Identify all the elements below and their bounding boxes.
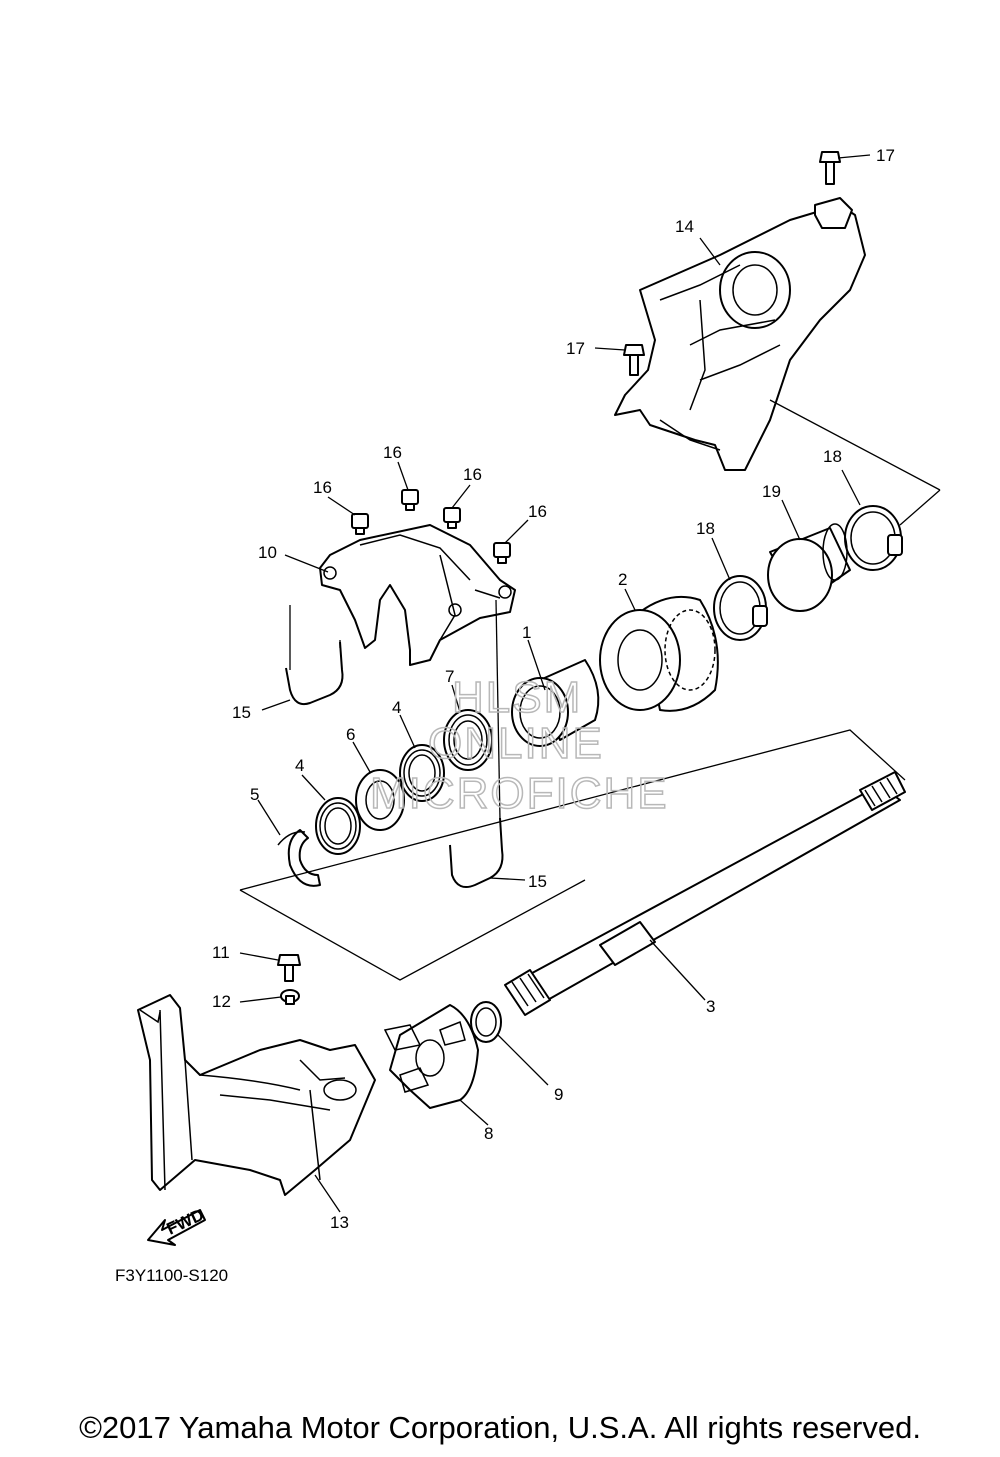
part-13-front-housing[interactable] <box>137 994 376 1196</box>
callout-3: 3 <box>706 997 715 1016</box>
callout-4-upper: 4 <box>392 698 401 717</box>
callout-labels: 17 14 17 16 16 16 16 10 18 19 18 2 1 7 1… <box>212 146 895 1232</box>
clamp-18-right[interactable] <box>844 505 903 571</box>
fwd-label: FWD <box>164 1205 207 1239</box>
callout-14: 14 <box>675 217 694 236</box>
callout-18-left: 18 <box>696 519 715 538</box>
callout-19: 19 <box>762 482 781 501</box>
washer-9[interactable] <box>470 1001 502 1043</box>
callout-5: 5 <box>250 785 259 804</box>
callout-6: 6 <box>346 725 355 744</box>
nut-16-c[interactable] <box>443 507 461 529</box>
oil-seal-4-upper[interactable] <box>399 744 445 802</box>
part-14-housing[interactable] <box>614 197 866 471</box>
part-10-bearing-cover[interactable] <box>319 524 516 666</box>
u-bolt-15-lower[interactable] <box>449 817 504 888</box>
callout-16-a: 16 <box>313 478 332 497</box>
clamp-18-left[interactable] <box>713 575 768 641</box>
watermark-line-3: MICROFICHE <box>370 769 669 818</box>
callout-15-lower: 15 <box>528 872 547 891</box>
nut-16-a[interactable] <box>351 513 369 535</box>
part-3-drive-shaft[interactable] <box>504 771 906 1016</box>
bolt-11[interactable] <box>277 954 301 982</box>
callout-11: 11 <box>212 943 230 962</box>
callout-17-middle: 17 <box>566 339 585 358</box>
washer-12[interactable] <box>280 989 300 1005</box>
callout-15-upper: 15 <box>232 703 251 722</box>
fwd-arrow-icon: FWD <box>147 1205 207 1246</box>
watermark-line-1: HLSM <box>452 673 582 722</box>
part-1-collar[interactable] <box>511 659 600 747</box>
callout-12: 12 <box>212 992 231 1011</box>
callout-13: 13 <box>330 1213 349 1232</box>
callout-leaders <box>239 154 871 1213</box>
callout-4-lower: 4 <box>295 756 304 775</box>
callout-18-right: 18 <box>823 447 842 466</box>
part-8-coupler[interactable] <box>383 1004 479 1109</box>
oil-seal-4-lower[interactable] <box>315 797 361 855</box>
callout-9: 9 <box>554 1085 563 1104</box>
callout-16-b: 16 <box>383 443 402 462</box>
bolt-17-top[interactable] <box>819 151 841 185</box>
callout-8: 8 <box>484 1124 493 1143</box>
nut-16-d[interactable] <box>493 542 511 564</box>
callout-10: 10 <box>258 543 277 562</box>
circlip-5[interactable] <box>277 829 321 887</box>
callout-1: 1 <box>522 623 531 642</box>
copyright-notice: ©2017 Yamaha Motor Corporation, U.S.A. A… <box>79 1410 921 1445</box>
callout-7: 7 <box>445 667 454 686</box>
u-bolt-15-upper[interactable] <box>285 641 344 706</box>
assembly-lines <box>239 399 941 981</box>
bearing-6[interactable] <box>355 769 405 831</box>
sleeve-19[interactable] <box>767 523 851 612</box>
oil-seal-7[interactable] <box>443 709 493 771</box>
callout-17-top: 17 <box>876 146 895 165</box>
watermark: HLSM ONLINE MICROFICHE <box>369 672 669 819</box>
callout-2: 2 <box>618 570 627 589</box>
nut-16-b[interactable] <box>401 489 419 511</box>
figure-code: F3Y1100-S120 <box>115 1266 229 1285</box>
callout-16-d: 16 <box>528 502 547 521</box>
watermark-line-2: ONLINE <box>428 719 604 768</box>
part-2-damper[interactable] <box>599 595 719 712</box>
callout-16-c: 16 <box>463 465 482 484</box>
bolt-17-middle[interactable] <box>623 344 645 376</box>
